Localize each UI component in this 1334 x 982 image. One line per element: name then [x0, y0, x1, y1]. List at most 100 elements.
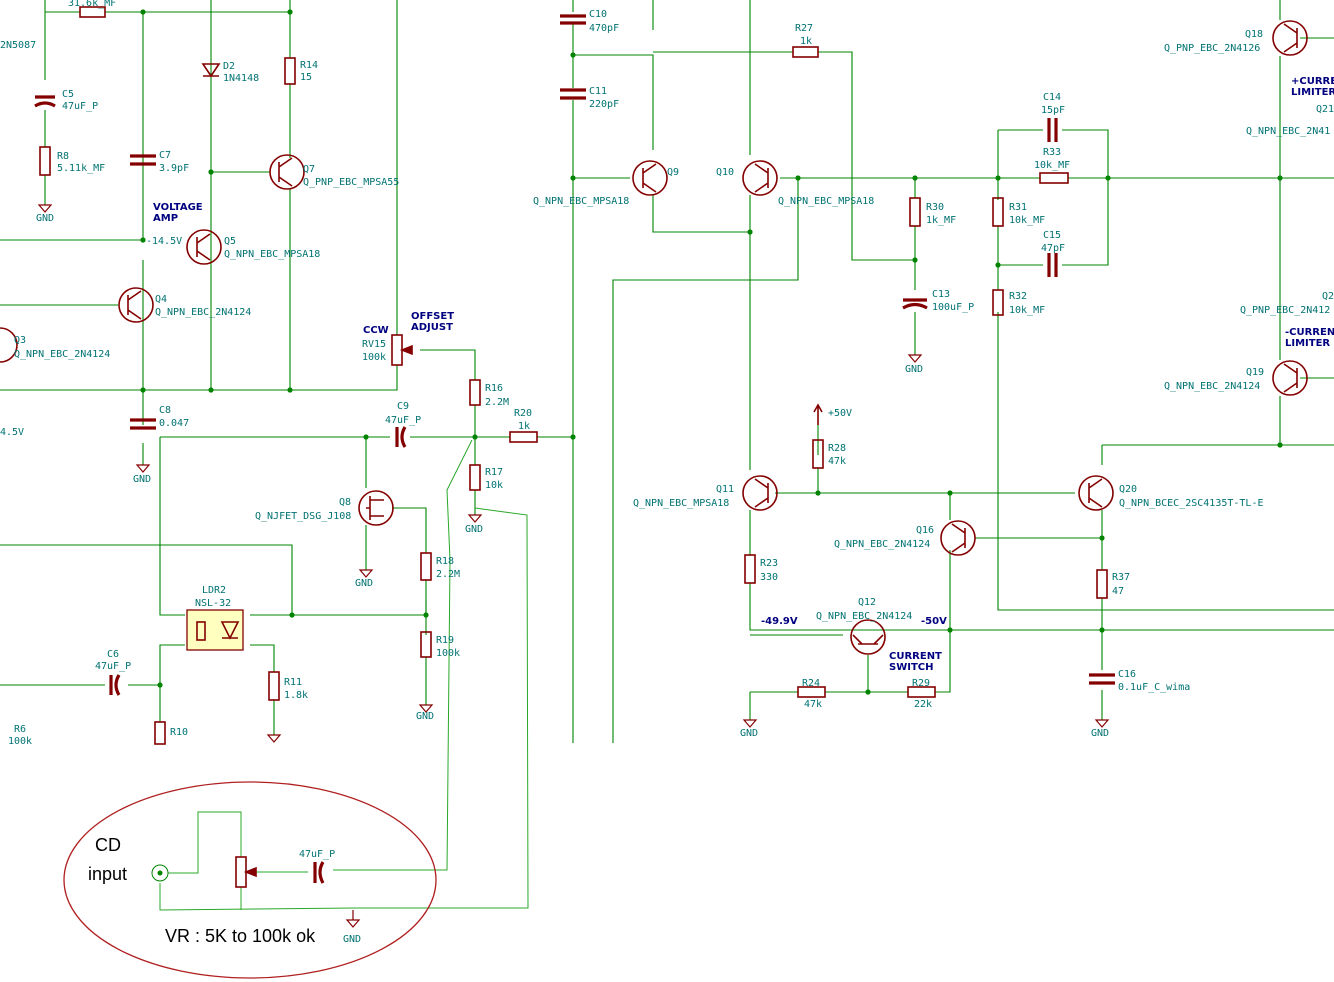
q7-val: Q_PNP_EBC_MPSA55	[303, 177, 399, 188]
gnd-label-6: GND	[905, 364, 923, 375]
q16-val: Q_NPN_EBC_2N4124	[834, 539, 930, 550]
c5-ref: C5	[62, 89, 74, 100]
vr-note: VR : 5K to 100k ok	[165, 926, 316, 946]
c5-val: 47uF_P	[62, 101, 98, 112]
d2-val: 1N4148	[223, 73, 259, 84]
r23-ref: R23	[760, 558, 778, 569]
cd-input-annotation-ellipse	[63, 781, 437, 979]
r8-ref: R8	[57, 151, 69, 162]
cd-input-cap-val: 47uF_P	[299, 849, 335, 860]
q21-ref: Q21	[1316, 104, 1334, 115]
gnd-label-2: GND	[133, 474, 151, 485]
r6-val: 100k	[8, 736, 32, 747]
r32-val: 10k_MF	[1009, 305, 1045, 316]
d2-ref: D2	[223, 61, 235, 72]
q8-val: Q_NJFET_DSG_J108	[255, 511, 351, 522]
q7-ref: Q7	[303, 164, 315, 175]
c14-ref: C14	[1043, 92, 1061, 103]
q21-val: Q_NPN_EBC_2N41	[1246, 126, 1330, 137]
q10-val: Q_NPN_EBC_MPSA18	[778, 196, 874, 207]
r10-ref: R10	[170, 727, 188, 738]
r24-val: 47k	[804, 699, 822, 710]
c8-ref: C8	[159, 405, 171, 416]
v-neg14-label: -14.5V	[146, 236, 182, 247]
r14-val: 15	[300, 72, 312, 83]
gnd-label-9: GND	[343, 934, 361, 945]
r37-val: 47	[1112, 586, 1124, 597]
ccw-label: CCW	[363, 325, 389, 336]
minus499-label: -49.9V	[761, 616, 798, 627]
r33-ref: R33	[1043, 147, 1061, 158]
c9-ref: C9	[397, 401, 409, 412]
r17-ref: R17	[485, 467, 503, 478]
r16-val: 2.2M	[485, 397, 509, 408]
q11-ref: Q11	[716, 484, 734, 495]
q22-ref: Q2	[1322, 291, 1334, 302]
r11-ref: R11	[284, 677, 302, 688]
r19-ref: R19	[436, 635, 454, 646]
c6-ref: C6	[107, 649, 119, 660]
c15-ref: C15	[1043, 230, 1061, 241]
v-neg14-left-label: 4.5V	[0, 427, 24, 438]
r-top-label: 31.6k_MF	[68, 0, 116, 9]
q-2n5087-label: 2N5087	[0, 40, 36, 51]
gnd-label-4: GND	[355, 578, 373, 589]
q19-val: Q_NPN_EBC_2N4124	[1164, 381, 1260, 392]
r20-ref: R20	[514, 408, 532, 419]
q18-val: Q_PNP_EBC_2N4126	[1164, 43, 1260, 54]
plus50-label: +50V	[828, 408, 852, 419]
r18-val: 2.2M	[436, 569, 460, 580]
rv15-val: 100k	[362, 352, 386, 363]
offset-label-2: ADJUST	[411, 322, 453, 333]
r28-val: 47k	[828, 456, 846, 467]
r23-val: 330	[760, 572, 778, 583]
cd-input-annotation: CD input VR : 5K to 100k ok	[88, 835, 316, 946]
c7-val: 3.9pF	[159, 163, 189, 174]
r32-ref: R32	[1009, 291, 1027, 302]
net-labels: VOLTAGE AMP -14.5V 4.5V CCW OFFSET ADJUS…	[0, 76, 1334, 945]
r27-ref: R27	[795, 23, 813, 34]
wires	[0, 0, 1334, 743]
q18-ref: Q18	[1245, 29, 1263, 40]
r19-val: 100k	[436, 648, 460, 659]
q4-ref: Q4	[155, 294, 167, 305]
c8-val: 0.047	[159, 418, 189, 429]
voltage-amp-label-2: AMP	[153, 213, 178, 224]
q12-val: Q_NPN_EBC_2N4124	[816, 611, 912, 622]
minus50-label: -50V	[921, 616, 947, 627]
q3-ref: Q3	[14, 335, 26, 346]
q11-val: Q_NPN_EBC_MPSA18	[633, 498, 729, 509]
plus-limiter-label-2: LIMITER	[1291, 87, 1334, 98]
r20-val: 1k	[518, 421, 530, 432]
capacitors	[34, 14, 1115, 884]
cd-label-1: CD	[95, 835, 121, 855]
r28-ref: R28	[828, 443, 846, 454]
r24-ref: R24	[802, 678, 820, 689]
r14-ref: R14	[300, 60, 318, 71]
r27-val: 1k	[800, 36, 812, 47]
r6-ref: R6	[14, 724, 26, 735]
q8-ref: Q8	[339, 497, 351, 508]
q22-val: Q_PNP_EBC_2N412	[1240, 305, 1330, 316]
r29-ref: R29	[912, 678, 930, 689]
transistors	[0, 20, 1308, 655]
q10-ref: Q10	[716, 167, 734, 178]
gnd-label-7: GND	[740, 728, 758, 739]
rv15-ref: RV15	[362, 339, 386, 350]
c10-val: 470pF	[589, 23, 619, 34]
q19-ref: Q19	[1246, 367, 1264, 378]
c7-ref: C7	[159, 150, 171, 161]
r37-ref: R37	[1112, 572, 1130, 583]
r29-val: 22k	[914, 699, 932, 710]
gnd-label-8: GND	[1091, 728, 1109, 739]
q9-val: Q_NPN_EBC_MPSA18	[533, 196, 629, 207]
ldr2-package	[186, 609, 244, 651]
gnd-label-5: GND	[416, 711, 434, 722]
resistors	[39, 6, 1108, 888]
component-labels: 2N5087 31.6k_MF C5 47uF_P R8 5.11k_MF D2…	[0, 0, 1334, 860]
q20-ref: Q20	[1119, 484, 1137, 495]
current-switch-label-1: CURRENT	[889, 651, 942, 662]
c10-ref: C10	[589, 9, 607, 20]
q16-ref: Q16	[916, 525, 934, 536]
